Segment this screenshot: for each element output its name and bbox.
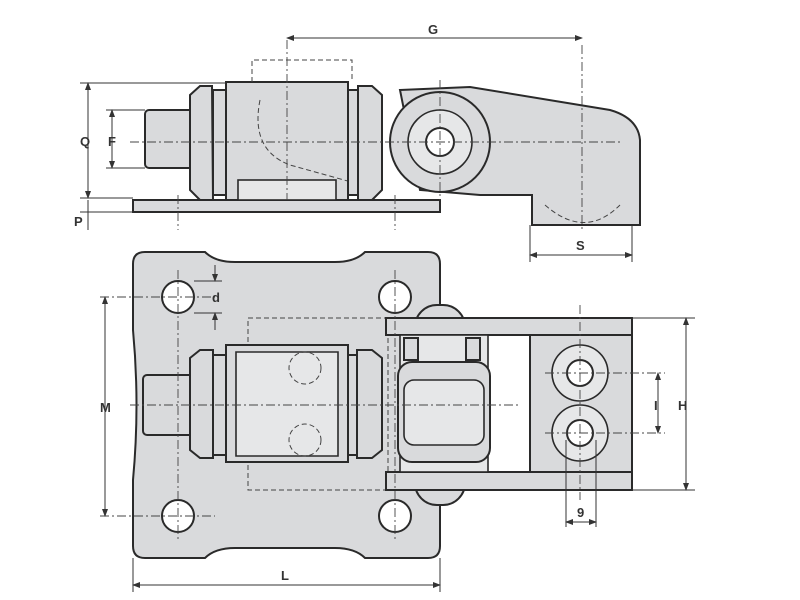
washer-left: [212, 89, 227, 196]
nut-left: [189, 85, 215, 201]
dim-label-q: Q: [80, 134, 90, 149]
nut-right: [357, 85, 383, 201]
body: [225, 81, 349, 201]
dim-label-9: 9: [577, 505, 584, 520]
fork-plate-bottom: [385, 471, 633, 491]
side-dimensions: G Q F P S: [74, 22, 633, 262]
dim-label-h: H: [678, 398, 687, 413]
nut-left: [189, 349, 214, 459]
washer-right: [347, 89, 359, 196]
dim-label-m: M: [100, 400, 111, 415]
dim-label-p: P: [74, 214, 83, 229]
side-view: [130, 40, 641, 230]
dim-label-g: G: [428, 22, 438, 37]
plan-dimensions: M d H I 9 L: [100, 265, 695, 592]
bearing-left: [403, 337, 419, 361]
base-plate: [132, 199, 441, 213]
dim-label-f: F: [108, 134, 116, 149]
plan-view: [100, 251, 665, 559]
dim-label-i: I: [654, 398, 658, 413]
bearing-right: [465, 337, 481, 361]
dim-label-l: L: [281, 568, 289, 583]
dim-label-s: S: [576, 238, 585, 253]
fork-plate-top: [385, 317, 633, 336]
threaded-stud: [144, 109, 194, 169]
dim-label-d: d: [212, 290, 220, 305]
nut-right: [356, 349, 383, 459]
